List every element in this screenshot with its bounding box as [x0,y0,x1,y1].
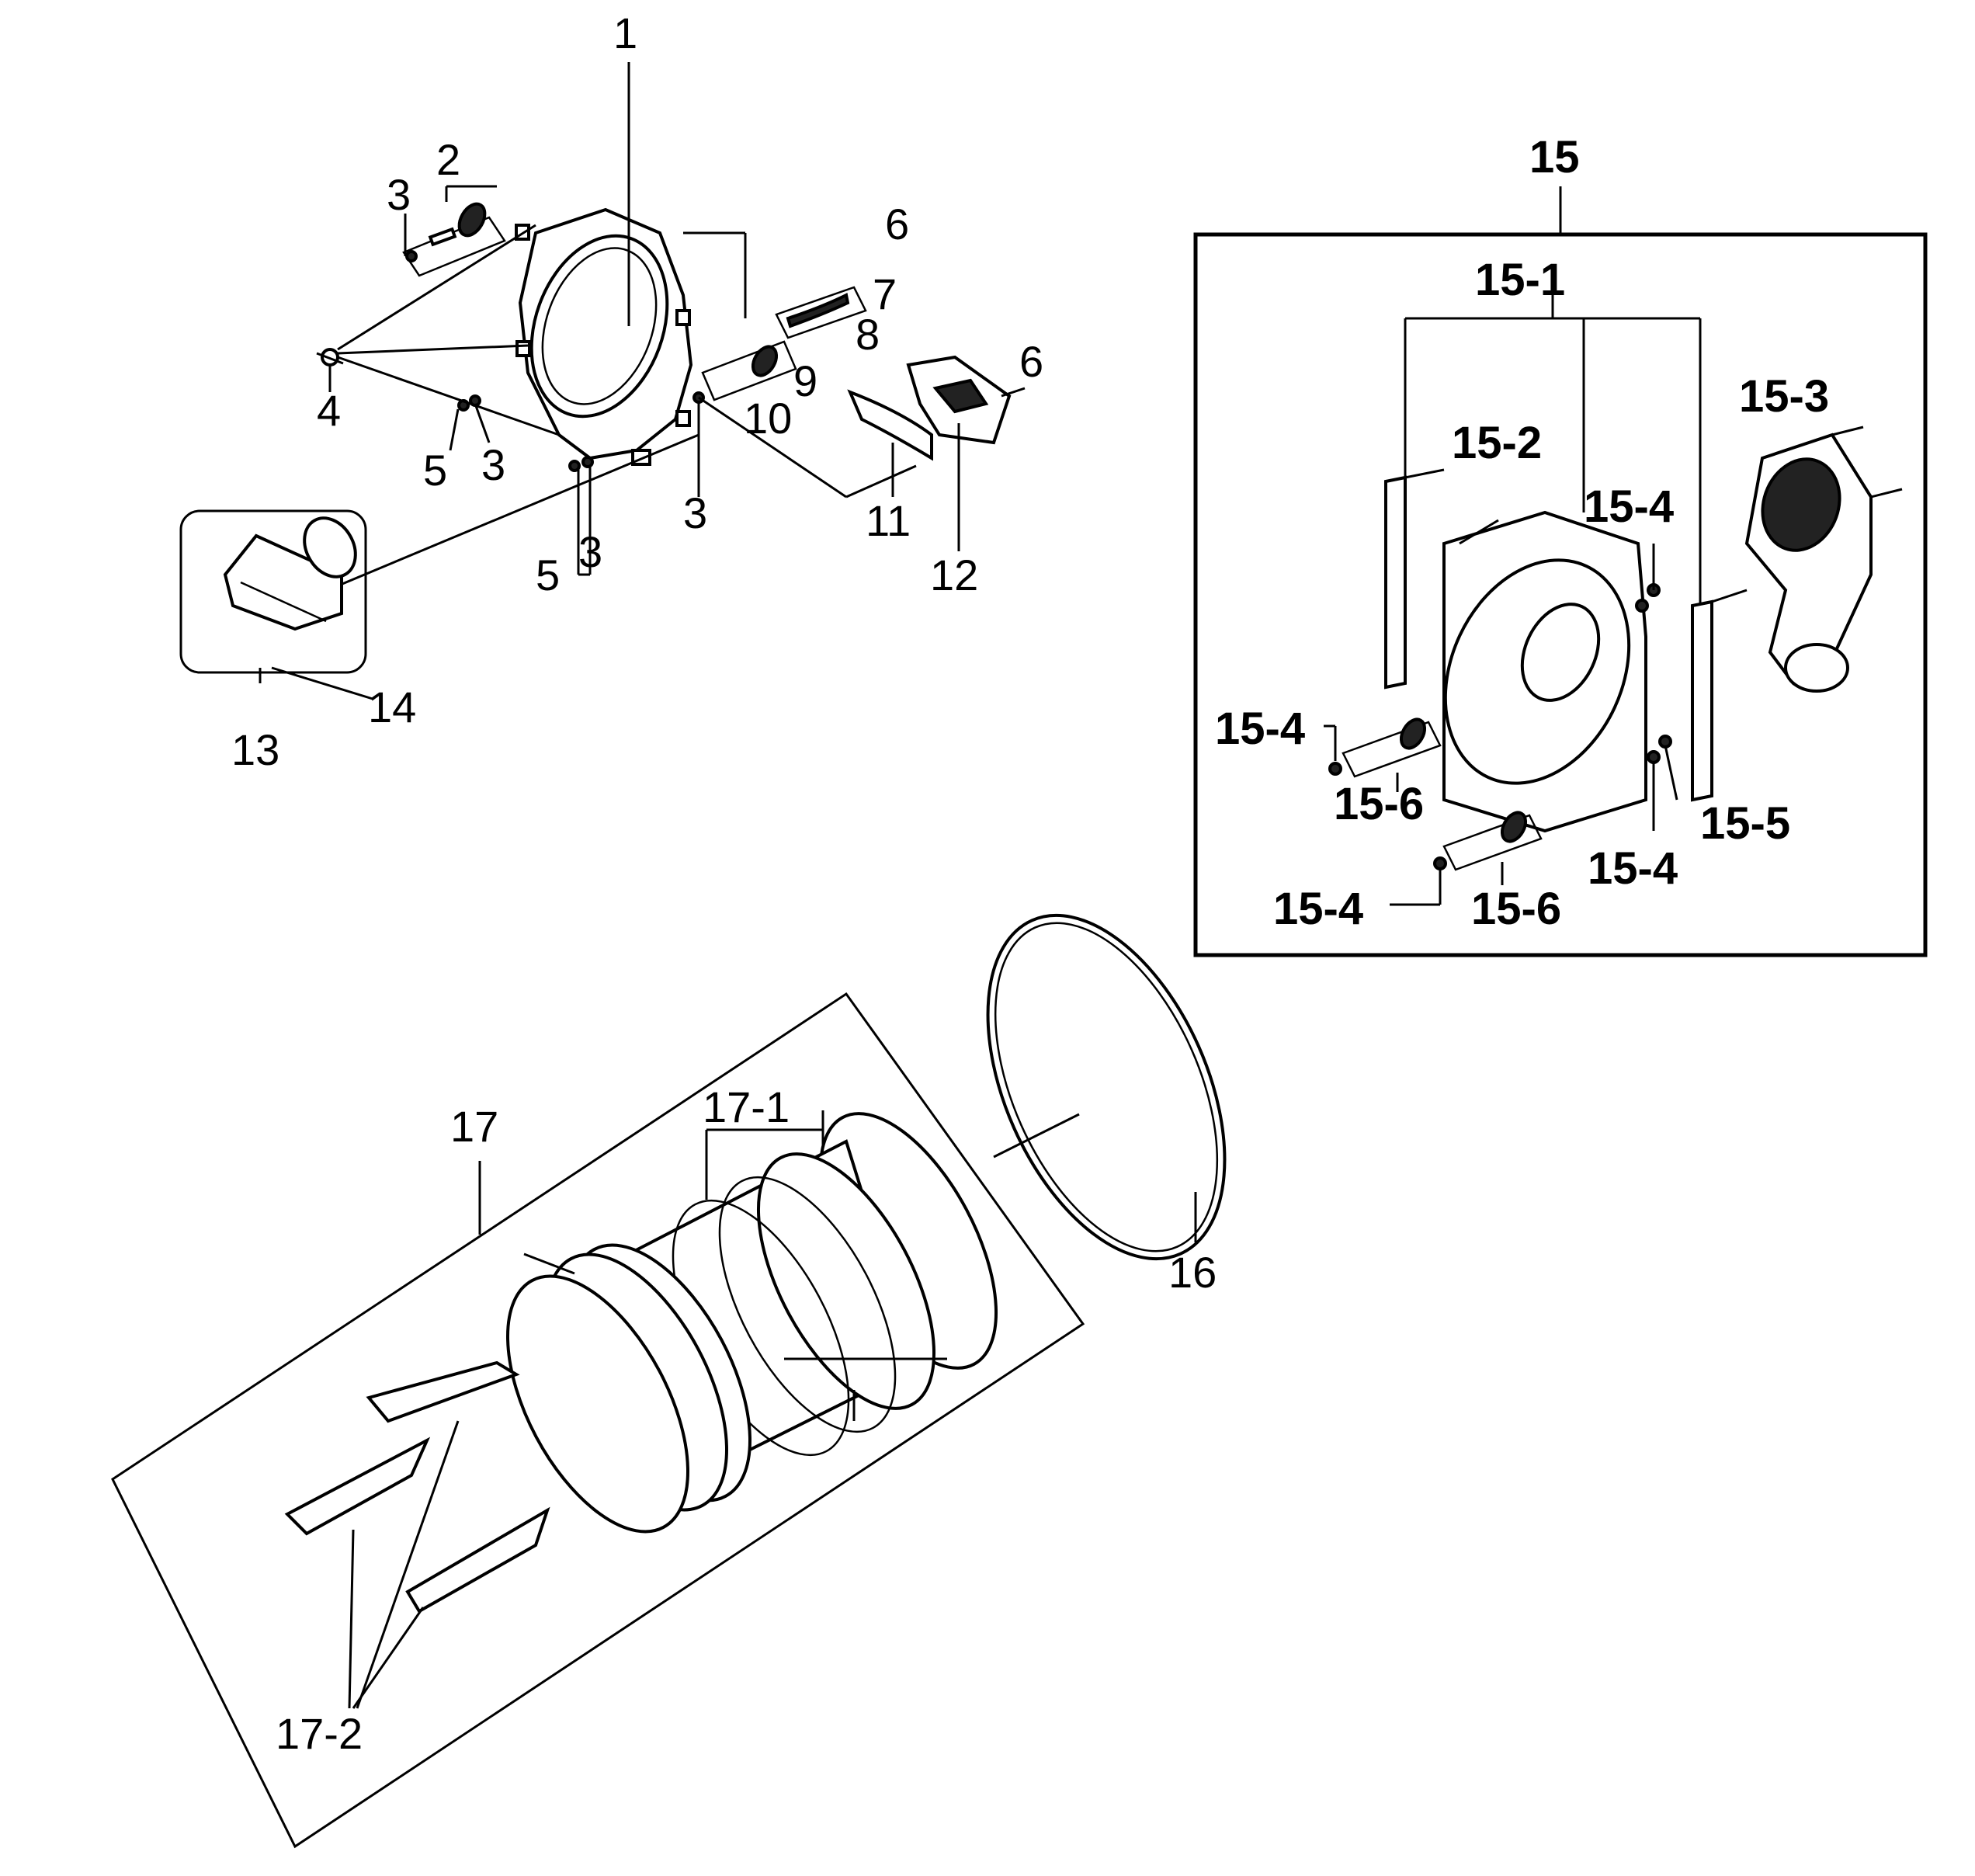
label-9: 9 [793,356,817,405]
part-16-belt [986,913,1227,1261]
label-15-4: 15-4 [1215,704,1305,754]
label-15-5: 15-5 [1700,798,1790,849]
label-10: 10 [744,394,792,443]
label-5: 5 [536,551,560,599]
label-17-1: 17-1 [703,1082,790,1131]
part-15-2-rear-bulkhead [1442,510,1647,833]
part-15-3-duct [1744,426,1903,693]
label-15-3: 15-3 [1739,371,1829,422]
part-11-support [847,389,933,497]
label-3: 3 [578,527,602,576]
part-12-bracket [906,355,1026,551]
label-15-1: 15-1 [1475,255,1565,305]
part-10-sensor [701,340,797,401]
label-17-2: 17-2 [276,1709,363,1758]
label-15-6: 15-6 [1471,884,1561,934]
label-7: 7 [873,269,897,318]
part-17-2-baffles [284,1360,550,1709]
label-3: 3 [683,488,707,537]
label-3: 3 [481,440,505,489]
label-17: 17 [450,1102,498,1151]
label-14: 14 [368,683,416,731]
leader-lines-top-left [271,62,917,700]
label-6: 6 [885,200,909,248]
part-2-sensor [402,202,506,277]
front-bulkhead-assembly [271,62,1026,700]
label-11: 11 [866,496,911,545]
part-1-front-bulkhead [515,207,693,466]
label-15-4: 15-4 [1588,843,1678,894]
label-15-6: 15-6 [1334,779,1424,829]
part-17-drum-group [111,913,1227,1849]
part-15-6-sensor-a [1342,717,1442,778]
part-17-1-drum [506,1112,998,1534]
label-4: 4 [317,386,341,435]
label-15-4: 15-4 [1273,884,1363,934]
part-15-5-rails [1384,468,1748,802]
label-16: 16 [1168,1248,1217,1297]
label-8: 8 [856,310,880,359]
label-15-2: 15-2 [1452,418,1542,468]
label-3: 3 [387,170,411,219]
part-9-holder [775,286,867,339]
label-13: 13 [231,725,279,774]
label-6: 6 [1019,337,1043,386]
label-15: 15 [1529,132,1580,182]
label-15-4: 15-4 [1584,481,1674,532]
label-12: 12 [930,551,978,599]
label-1: 1 [613,9,637,57]
part-15-assembly-box [1193,186,1928,957]
label-5: 5 [423,446,447,495]
part-15-6-sensor-b [1442,811,1543,871]
callout-labels: 1 2 3 4 5 3 3 5 3 6 7 8 6 9 10 11 12 13 … [231,9,1829,1758]
part-13-duct-inset [179,509,367,683]
label-2: 2 [436,135,460,184]
